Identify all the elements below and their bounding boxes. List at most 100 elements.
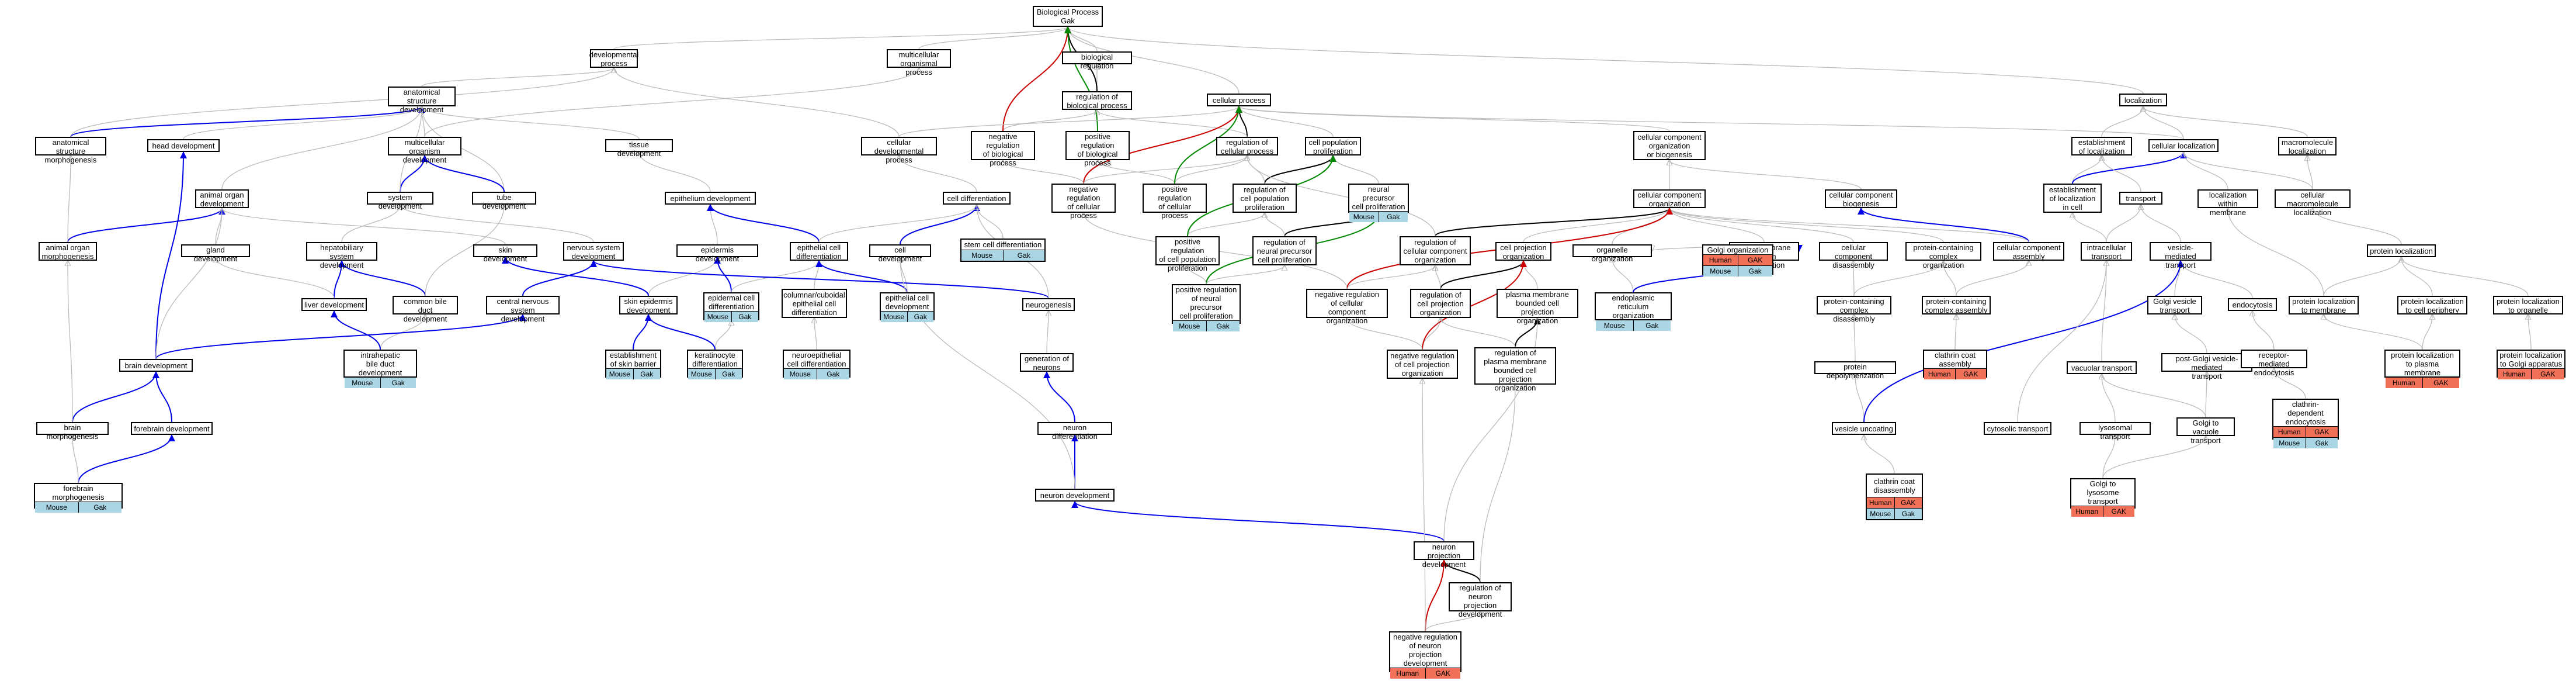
go-term-neurogenesis[interactable]: neurogenesis [1022,298,1075,311]
go-term-neg-reg-cell-proc[interactable]: negative regulation of cellular process [1051,184,1116,220]
go-term-prot-depoly[interactable]: protein depolymerization [1814,361,1896,380]
go-term-reg-cell-pop-prolif[interactable]: regulation of cell population proliferat… [1233,184,1297,213]
go-term-dev-proc[interactable]: developmental process [589,49,638,68]
go-term-post-golgi[interactable]: post-Golgi vesicle-mediated transport [2161,353,2252,381]
go-term-pos-reg-bio[interactable]: positive regulation of biological proces… [1065,131,1130,167]
go-term-animal-organ-morph[interactable]: animal organ morphogenesis [39,242,97,261]
go-term-reg-cco[interactable]: regulation of cellular component organiz… [1400,236,1471,265]
go-term-reg-neuron-proj[interactable]: regulation of neuron projection developm… [1449,582,1512,618]
go-term-pos-reg-cpp[interactable]: positive regulation of cell population p… [1155,236,1220,272]
go-term-cns-dev[interactable]: central nervous system development [486,296,560,323]
go-term-forebrain-dev[interactable]: forebrain development [131,422,213,435]
go-term-neuron-diff[interactable]: neuron differentiation [1037,422,1112,441]
go-term-vesicle-uncoat[interactable]: vesicle uncoating [1832,422,1896,435]
go-term-head-dev[interactable]: head development [147,139,220,152]
go-term-protein-loc[interactable]: protein localization [2367,244,2436,257]
go-term-vesicle-transport[interactable]: vesicle-mediated transport [2150,242,2212,269]
go-term-bp[interactable]: Biological Process Gak [1033,6,1103,27]
go-term-cell-loc[interactable]: cellular localization [2148,139,2219,152]
go-term-transport[interactable]: transport [2119,192,2162,205]
go-term-cco[interactable]: cellular component organization [1633,189,1706,208]
go-term-cell-macro-loc[interactable]: cellular macromolecule localization [2275,189,2351,217]
go-term-tube-dev[interactable]: tube development [472,192,536,210]
go-term-lysosomal[interactable]: lysosomal transport [2079,422,2151,441]
go-term-cell-dev-proc[interactable]: cellular developmental process [861,137,937,164]
go-term-gen-neurons[interactable]: generation of neurons [1020,353,1074,372]
go-term-organelle-org[interactable]: organelle organization [1572,244,1652,263]
go-term-cco-or-bio[interactable]: cellular component organization or bioge… [1633,131,1706,160]
go-term-cell-pop-prolif[interactable]: cell population proliferation [1305,137,1361,155]
go-term-reg-npc-prolif[interactable]: regulation of neural precursor cell prol… [1252,236,1317,265]
go-term-macro-loc[interactable]: macromolecule localization [2278,137,2337,155]
go-term-liver-dev[interactable]: liver development [301,298,367,311]
go-term-golgi-vesicle[interactable]: Golgi vesicle transport [2147,296,2202,314]
go-term-bio-reg[interactable]: biological regulation [1062,51,1132,70]
go-term-reg-pm-bounded[interactable]: regulation of plasma membrane bounded ce… [1474,347,1556,392]
go-term-neg-reg-cco[interactable]: negative regulation of cellular componen… [1306,289,1388,325]
go-term-vacuolar[interactable]: vacuolar transport [2067,361,2137,374]
go-term-cc-biogen[interactable]: cellular component biogenesis [1825,189,1897,208]
go-term-neg-reg-cell-proj[interactable]: negative regulation of cell projection o… [1387,350,1458,379]
go-term-anat-dev[interactable]: anatomical structure development [388,87,456,114]
go-term-golgi-to-vacuole[interactable]: Golgi to vacuole transport [2176,417,2235,445]
go-term-reg-cell-proc[interactable]: regulation of cellular process [1216,137,1278,155]
go-term-endocytosis[interactable]: endocytosis [2228,298,2277,311]
go-term-intracell-transport[interactable]: intracellular transport [2081,242,2132,261]
go-term-skin-epid-dev[interactable]: skin epidermis development [619,296,678,314]
go-term-brain-morph[interactable]: brain morphogenesis [36,422,109,441]
go-term-epiderm-dev[interactable]: epidermis development [676,244,758,263]
go-term-neuron-dev[interactable]: neuron development [1035,489,1115,502]
go-term-pcc-assembly[interactable]: protein-containing complex assembly [1922,296,1991,314]
go-term-gland-dev[interactable]: gland development [181,244,250,263]
go-term-cytosolic[interactable]: cytosolic transport [1984,422,2051,435]
go-term-neg-reg-neuron-proj[interactable]: negative regulation of neuron projection… [1389,631,1461,679]
go-term-cc-assembly[interactable]: cellular component assembly [1993,242,2064,261]
go-term-prot-loc-organelle[interactable]: protein localization to organelle [2493,296,2563,314]
go-term-columnar[interactable]: columnar/cuboidal epithelial cell differ… [782,289,847,318]
go-term-reg-bio[interactable]: regulation of biological process [1062,91,1132,110]
go-term-pcc-disassembly[interactable]: protein-containing complex disassembly [1817,296,1891,323]
go-term-neg-reg-bio[interactable]: negative regulation of biological proces… [971,131,1035,167]
go-term-tissue-dev[interactable]: tissue development [605,139,673,158]
go-term-system-dev[interactable]: system development [367,192,433,210]
go-term-localization[interactable]: localization [2119,94,2167,106]
go-term-cell-dev[interactable]: cell development [869,244,931,263]
go-term-animal-organ-dev[interactable]: animal organ development [195,189,249,208]
go-term-pm-bounded-org[interactable]: plasma membrane bounded cell projection … [1497,289,1578,325]
go-term-cc-disassembly[interactable]: cellular component disassembly [1819,242,1888,269]
go-term-cell-proc[interactable]: cellular process [1207,94,1271,106]
go-term-prot-loc-periph[interactable]: protein localization to cell periphery [2397,296,2467,314]
go-term-receptor-endo[interactable]: receptor-mediated endocytosis [2241,350,2307,377]
go-term-reg-cell-proj-org[interactable]: regulation of cell projection organizati… [1410,289,1471,318]
go-term-brain-dev[interactable]: brain development [119,359,193,372]
go-term-prot-loc-mem[interactable]: protein localization to membrane [2289,296,2359,314]
go-term-anat-morph[interactable]: anatomical structure morphogenesis [35,137,106,164]
go-term-neuron-proj-dev[interactable]: neuron projection development [1414,541,1474,569]
go-term-epith-cell-diff[interactable]: epithelial cell differentiation [790,242,848,261]
go-term-nerv-sys-dev[interactable]: nervous system development [563,242,624,261]
go-term-multi-org[interactable]: multicellular organismal process [887,49,951,77]
go-term-hepatobil-dev[interactable]: hepatobiliary system development [306,242,377,269]
go-term-skin-dev[interactable]: skin development [473,244,537,263]
go-term-cell-diff[interactable]: cell differentiation [943,192,1011,205]
go-term-multi-org-dev[interactable]: multicellular organism development [388,137,461,164]
go-term-epith-dev[interactable]: epithelium development [665,192,756,205]
go-term-pos-reg-cell-proc[interactable]: positive regulation of cellular process [1143,184,1207,220]
go-term-establish-loc[interactable]: establishment of localization [2071,137,2132,155]
go-term-cell-proj-org[interactable]: cell projection organization [1495,242,1551,261]
